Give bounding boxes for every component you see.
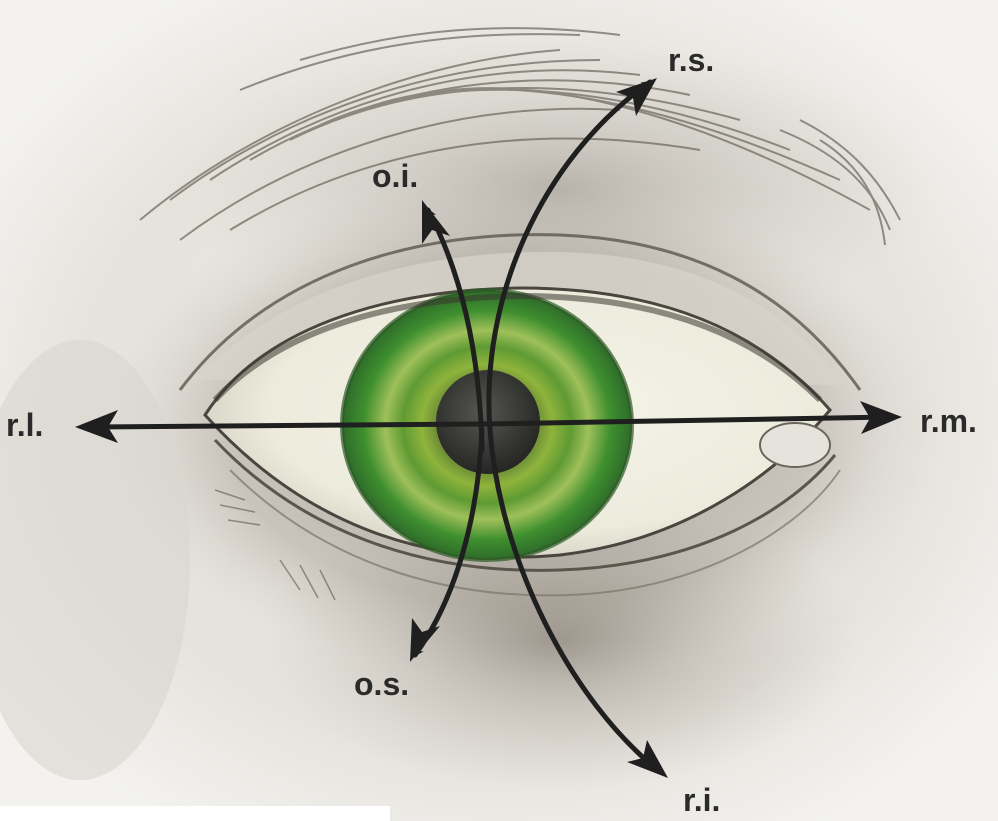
label-superior-oblique: o.s.	[354, 668, 409, 700]
arrow-lateral-rectus	[92, 424, 485, 427]
label-lateral-rectus: r.l.	[6, 409, 43, 441]
label-inferior-oblique: o.i.	[372, 160, 418, 192]
label-inferior-rectus: r.i.	[683, 784, 720, 816]
white-corner-patch	[0, 806, 390, 821]
label-superior-rectus: r.s.	[668, 44, 714, 76]
caruncle	[760, 423, 830, 467]
label-medial-rectus: r.m.	[920, 405, 977, 437]
